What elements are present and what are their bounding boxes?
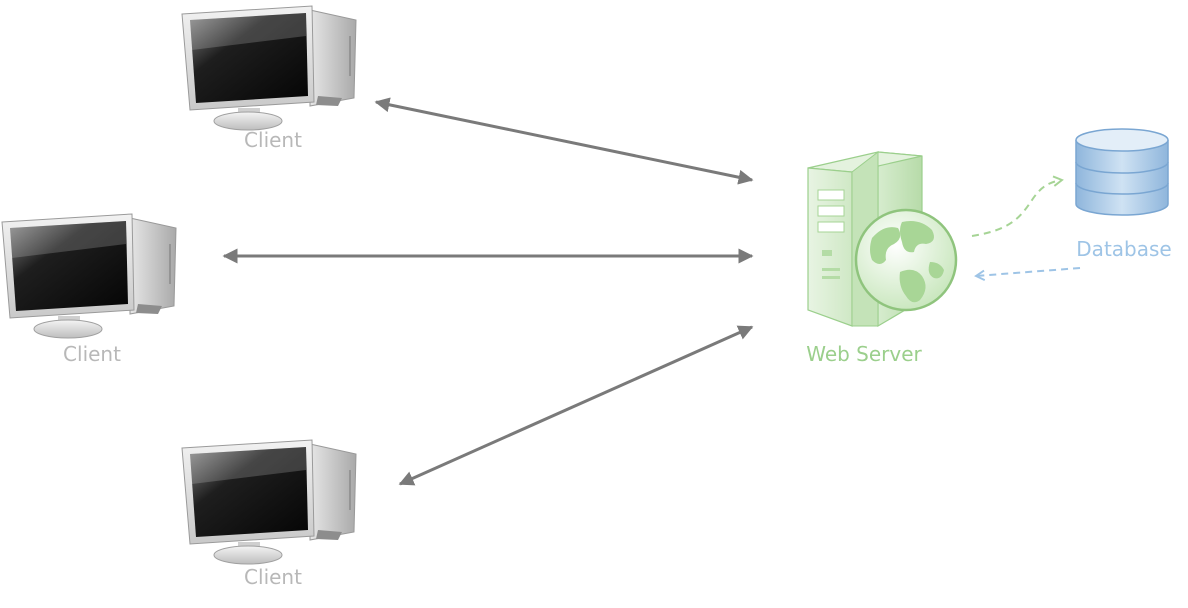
connection-arrow-client-3 xyxy=(398,325,754,486)
monitor-icon xyxy=(181,5,357,131)
monitor-icon xyxy=(181,439,357,565)
client-3: Client xyxy=(181,439,357,589)
globe-icon xyxy=(854,208,958,312)
web-server: Web Server xyxy=(806,150,958,366)
server-to-database-arrow xyxy=(971,175,1064,237)
database-label: Database xyxy=(1076,237,1171,261)
database-icon xyxy=(1075,128,1169,216)
database: Database xyxy=(1075,128,1172,261)
database-to-server-arrow xyxy=(974,267,1081,282)
client-label: Client xyxy=(63,342,121,366)
client-label: Client xyxy=(244,128,302,152)
client-label: Client xyxy=(244,565,302,589)
web-server-label: Web Server xyxy=(806,342,922,366)
connection-arrow-client-1 xyxy=(374,97,754,185)
monitor-icon xyxy=(1,213,177,339)
client-2: Client xyxy=(1,213,177,366)
client-1: Client xyxy=(181,5,357,152)
